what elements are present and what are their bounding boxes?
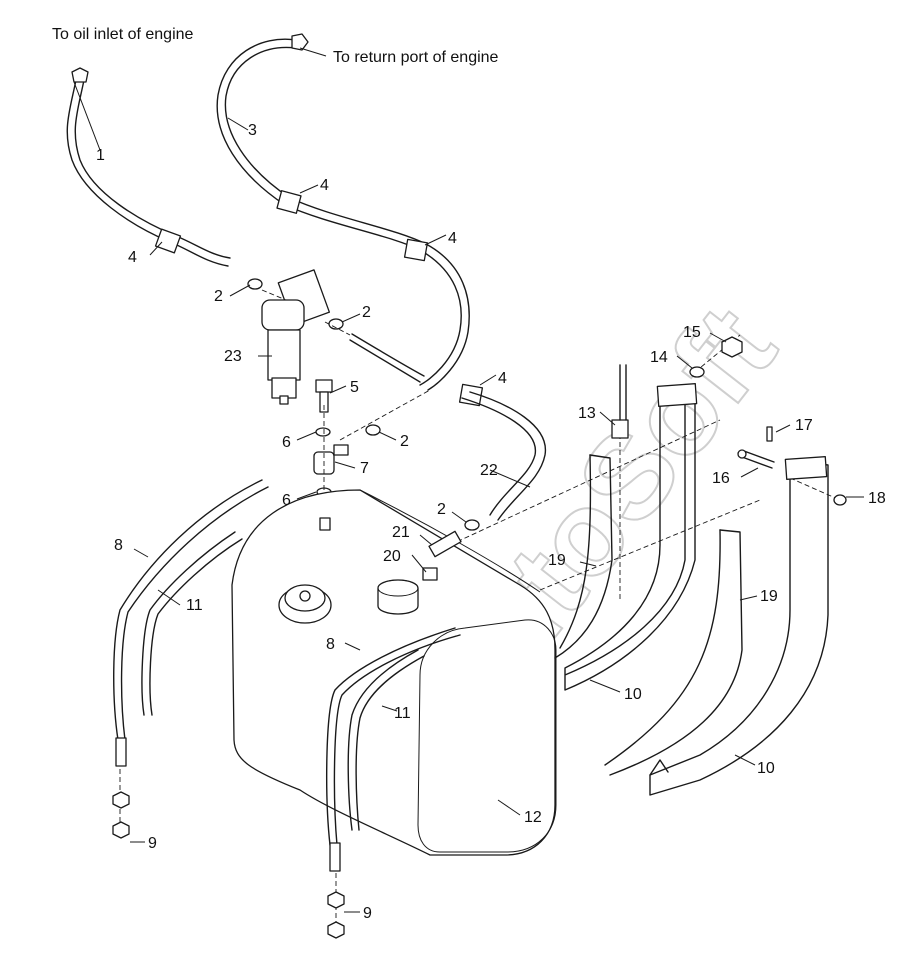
bolt-13 bbox=[611, 364, 629, 439]
washer-18 bbox=[833, 494, 847, 506]
sender-21 bbox=[428, 530, 462, 558]
callout-3: 3 bbox=[248, 122, 257, 139]
callout-4c: 4 bbox=[448, 230, 457, 247]
clamp-4-c bbox=[403, 238, 429, 262]
pad-11-front bbox=[347, 649, 425, 831]
callout-19b: 19 bbox=[760, 588, 778, 605]
strap-8-front bbox=[326, 627, 461, 872]
callout-6a: 6 bbox=[282, 434, 291, 451]
clamp-4-a bbox=[154, 228, 182, 254]
callout-7: 7 bbox=[360, 460, 369, 477]
pad-19-front bbox=[604, 529, 743, 776]
callout-17: 17 bbox=[795, 417, 813, 434]
callout-2d: 2 bbox=[437, 501, 446, 518]
note-oil-inlet: To oil inlet of engine bbox=[52, 26, 194, 43]
bracket-10-rear bbox=[564, 383, 698, 691]
callout-2c: 2 bbox=[400, 433, 409, 450]
fuel-tank-12 bbox=[231, 489, 557, 856]
banjo-union-7 bbox=[313, 444, 349, 475]
nuts-9-left bbox=[112, 791, 130, 839]
washer-2-d bbox=[464, 519, 480, 531]
callout-4a: 4 bbox=[128, 249, 137, 266]
strap-8-left bbox=[113, 479, 269, 767]
pad-11-left bbox=[141, 531, 243, 716]
callout-2b: 2 bbox=[362, 304, 371, 321]
callout-4d: 4 bbox=[498, 370, 507, 387]
callout-21: 21 bbox=[392, 524, 410, 541]
callout-12: 12 bbox=[524, 809, 542, 826]
washer-2-a bbox=[247, 278, 263, 290]
callout-8a: 8 bbox=[114, 537, 123, 554]
washer-2-c bbox=[365, 424, 381, 436]
bracket-10-front bbox=[649, 455, 829, 796]
filler-cap bbox=[278, 584, 332, 624]
callout-5: 5 bbox=[350, 379, 359, 396]
callout-16: 16 bbox=[712, 470, 730, 487]
cap-cylinder bbox=[377, 579, 419, 615]
leader-lines bbox=[73, 47, 864, 913]
callout-14: 14 bbox=[650, 349, 668, 366]
fuel-filter-23 bbox=[261, 269, 331, 405]
callout-15: 15 bbox=[683, 324, 701, 341]
callout-11a: 11 bbox=[186, 597, 203, 614]
callout-8b: 8 bbox=[326, 636, 335, 653]
callout-6b: 6 bbox=[282, 492, 291, 509]
callout-10b: 10 bbox=[757, 760, 775, 777]
callout-23: 23 bbox=[224, 348, 242, 365]
callout-18: 18 bbox=[868, 490, 886, 507]
callout-9b: 9 bbox=[363, 905, 372, 922]
callout-10a: 10 bbox=[624, 686, 642, 703]
banjo-bolt-5 bbox=[315, 379, 333, 413]
drain-plug-20 bbox=[422, 567, 438, 581]
hose-3-return bbox=[216, 33, 470, 391]
note-return-port: To return port of engine bbox=[333, 49, 499, 66]
seal-6-a bbox=[315, 427, 331, 437]
callout-4b: 4 bbox=[320, 177, 329, 194]
pin-16 bbox=[737, 449, 775, 469]
callout-9a: 9 bbox=[148, 835, 157, 852]
clip-17 bbox=[766, 426, 773, 442]
pad-19-rear bbox=[554, 454, 613, 659]
callout-1: 1 bbox=[96, 147, 105, 164]
nuts-9-front bbox=[327, 891, 345, 939]
pipe-22 bbox=[349, 333, 546, 521]
callout-19a: 19 bbox=[548, 552, 566, 569]
callout-20: 20 bbox=[383, 548, 401, 565]
callout-22: 22 bbox=[480, 462, 498, 479]
clamp-4-d bbox=[458, 383, 484, 407]
hose-1-oil-inlet bbox=[66, 67, 231, 267]
washer-14 bbox=[689, 366, 705, 378]
callout-2a: 2 bbox=[214, 288, 223, 305]
callout-11b: 11 bbox=[394, 705, 411, 722]
callout-13: 13 bbox=[578, 405, 596, 422]
nut-15 bbox=[721, 336, 743, 358]
clamp-4-b bbox=[276, 190, 302, 214]
